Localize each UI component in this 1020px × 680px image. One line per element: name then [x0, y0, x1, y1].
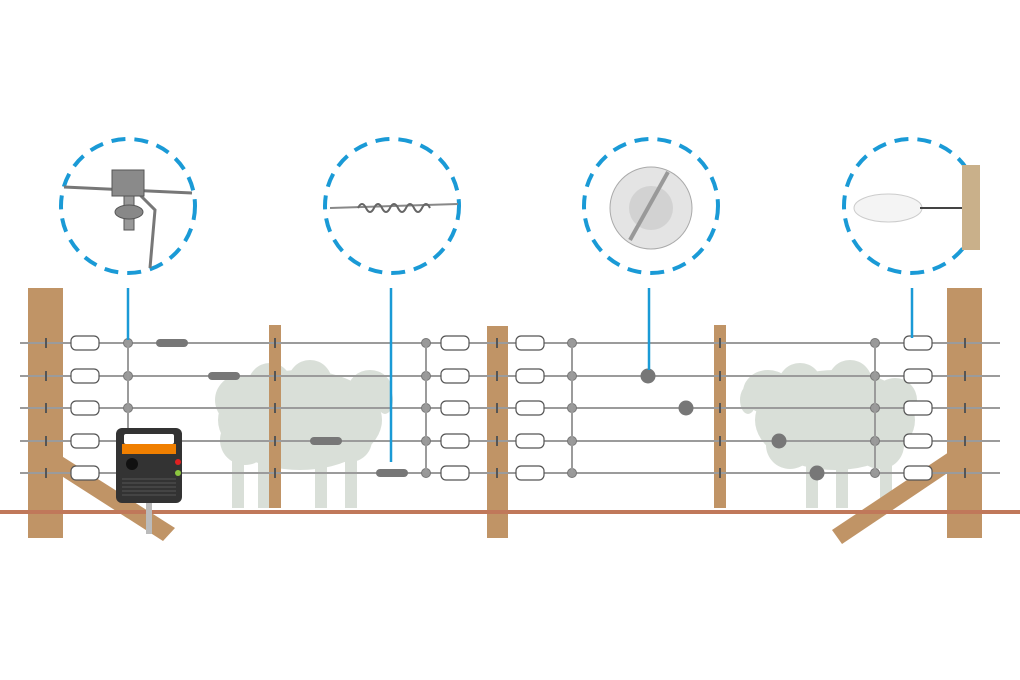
wire-tensioner	[310, 437, 342, 445]
energizer-red-led-icon	[175, 459, 181, 465]
callout-leaders	[126, 288, 914, 462]
energizer-dial-icon	[126, 458, 138, 470]
wire-tensioner	[156, 339, 188, 347]
wire-insulator-icon	[440, 335, 470, 351]
wire-insulator-icon	[70, 335, 100, 351]
wire-insulator-icon	[440, 368, 470, 384]
sheep-left	[215, 360, 393, 508]
wire-tensioner-spring-icon	[329, 203, 459, 213]
wire-insulator-icon	[70, 400, 100, 416]
wire-insulator-icon	[903, 400, 933, 416]
energizer-green-led-icon	[175, 470, 181, 476]
ground-rod	[146, 500, 152, 534]
end-insulator-icon	[853, 165, 980, 250]
disc-insulator	[771, 433, 787, 449]
disc-insulator	[640, 368, 656, 384]
wire-insulator-icon	[903, 368, 933, 384]
line-post	[269, 325, 281, 508]
line-post	[714, 325, 726, 508]
wire-insulator-icon	[440, 433, 470, 449]
fence-energizer	[116, 428, 182, 534]
wire-insulator-icon	[903, 465, 933, 481]
wire-tensioner	[208, 372, 240, 380]
wire-insulator-icon	[440, 465, 470, 481]
wire-insulator-icon	[515, 335, 545, 351]
ground-line	[0, 510, 1020, 514]
wire-insulator-icon	[515, 433, 545, 449]
wire-insulator-icon	[515, 465, 545, 481]
wire-insulator-icon	[515, 400, 545, 416]
wire-insulator-icon	[903, 433, 933, 449]
corner-post	[487, 326, 508, 538]
wire-insulator-icon	[515, 368, 545, 384]
wire-connector-clamp-icon	[63, 169, 193, 269]
wire-insulator-icon	[70, 433, 100, 449]
wire-insulator-icon	[70, 368, 100, 384]
wire-insulator-icon	[440, 400, 470, 416]
wire-insulator-icon	[70, 465, 100, 481]
wire-tensioner	[376, 469, 408, 477]
sheep-right	[740, 360, 917, 508]
disc-insulator	[809, 465, 825, 481]
corner-insulator-disc-icon	[609, 166, 693, 250]
disc-insulator	[678, 400, 694, 416]
wire-insulator-icon	[903, 335, 933, 351]
